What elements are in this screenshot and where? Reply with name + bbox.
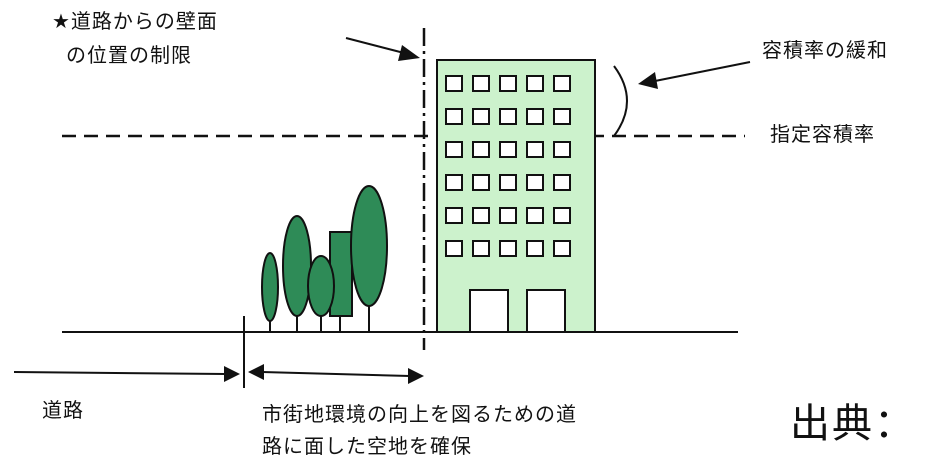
tree-tall-middle <box>282 215 312 332</box>
building-window <box>445 141 463 158</box>
open-space-label: 市街地環境の向上を図るための道 路に面した空地を確保 <box>262 398 577 462</box>
open-space-dimension-arrow <box>248 364 424 384</box>
wall-setback-label-line2: の位置の制限 <box>66 43 192 67</box>
building-window <box>526 75 544 92</box>
tree-small-center <box>307 255 335 332</box>
building-window <box>499 174 517 191</box>
building-window <box>553 240 571 257</box>
building-window <box>472 141 490 158</box>
far-relaxation-label: 容積率の緩和 <box>762 38 888 62</box>
building-window <box>472 207 490 224</box>
building-window <box>553 108 571 125</box>
building-window <box>445 240 463 257</box>
building-window <box>499 240 517 257</box>
open-space-label-line1: 市街地環境の向上を図るための道 <box>262 402 577 426</box>
building-window <box>526 207 544 224</box>
building-window <box>445 207 463 224</box>
building-window <box>472 174 490 191</box>
building-body <box>436 59 596 333</box>
building-window <box>445 108 463 125</box>
building-window <box>526 141 544 158</box>
building-window <box>553 75 571 92</box>
far-relaxation-arrow <box>638 61 751 89</box>
building-windows <box>445 75 571 257</box>
building <box>436 59 596 333</box>
building-window <box>526 240 544 257</box>
wall-setback-label-line1: ★道路からの壁面 <box>52 9 218 33</box>
building-window <box>499 207 517 224</box>
building-window <box>472 75 490 92</box>
tree-small-left <box>261 252 279 332</box>
source-label: 出典： <box>790 401 916 447</box>
building-window <box>526 174 544 191</box>
road-label: 道路 <box>42 398 84 422</box>
building-door-right <box>526 289 566 333</box>
building-window <box>472 240 490 257</box>
road-dimension-arrow <box>13 366 240 382</box>
designated-far-label: 指定容積率 <box>770 122 875 146</box>
building-window <box>499 141 517 158</box>
building-window <box>553 174 571 191</box>
building-window <box>553 207 571 224</box>
building-window <box>499 75 517 92</box>
building-window <box>445 174 463 191</box>
building-window <box>553 141 571 158</box>
setback-arrow <box>345 37 420 61</box>
tree-tall-right <box>350 185 388 332</box>
wall-setback-label: ★道路からの壁面 の位置の制限 <box>52 4 218 72</box>
building-door-left <box>469 289 509 333</box>
far-relaxation-bracket <box>613 65 628 137</box>
building-window <box>499 108 517 125</box>
open-space-label-line2: 路に面した空地を確保 <box>262 434 472 458</box>
trees <box>261 185 388 332</box>
building-window <box>526 108 544 125</box>
building-window <box>445 75 463 92</box>
building-window <box>472 108 490 125</box>
